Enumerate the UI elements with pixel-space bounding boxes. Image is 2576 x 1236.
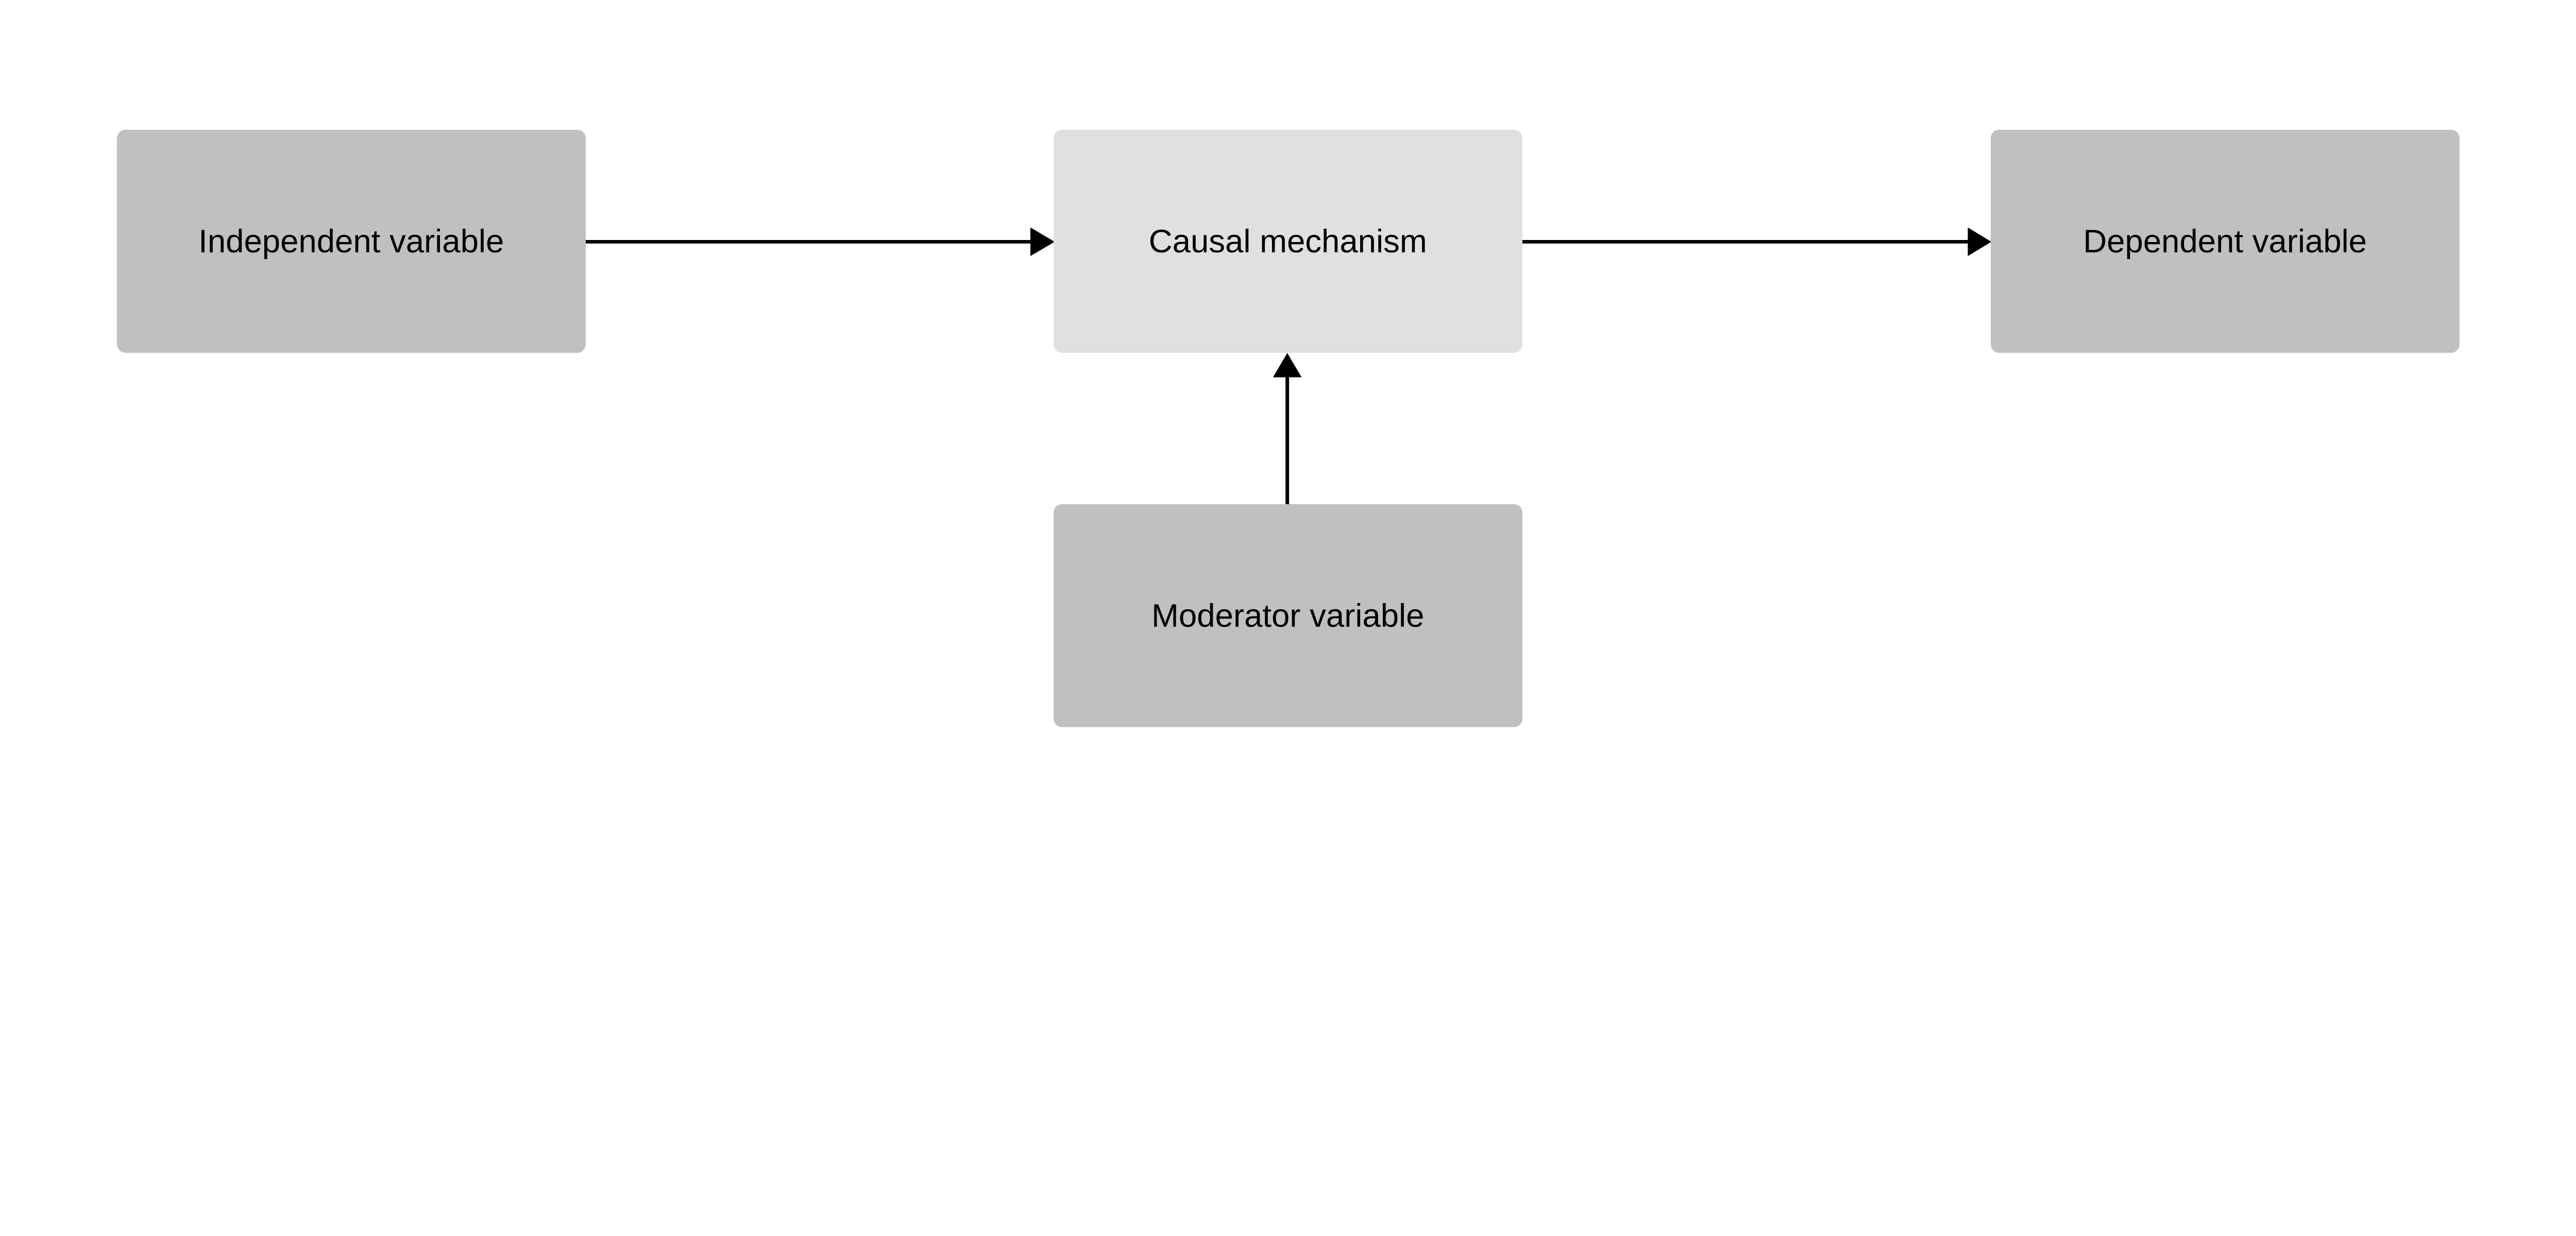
diagram-canvas: Independent variable Causal mechanism De… bbox=[117, 130, 2460, 728]
node-label: Causal mechanism bbox=[1148, 223, 1427, 260]
node-label: Independent variable bbox=[198, 223, 504, 260]
node-causal-mechanism: Causal mechanism bbox=[1054, 130, 1522, 353]
node-label: Moderator variable bbox=[1151, 597, 1425, 634]
node-label: Dependent variable bbox=[2083, 223, 2367, 260]
node-independent-variable: Independent variable bbox=[117, 130, 586, 353]
arrowhead bbox=[1030, 227, 1055, 256]
node-moderator-variable: Moderator variable bbox=[1054, 504, 1522, 728]
arrowhead bbox=[1968, 227, 1992, 256]
arrowhead bbox=[1273, 353, 1302, 377]
edges-layer bbox=[585, 227, 1992, 505]
node-dependent-variable: Dependent variable bbox=[1991, 130, 2460, 353]
